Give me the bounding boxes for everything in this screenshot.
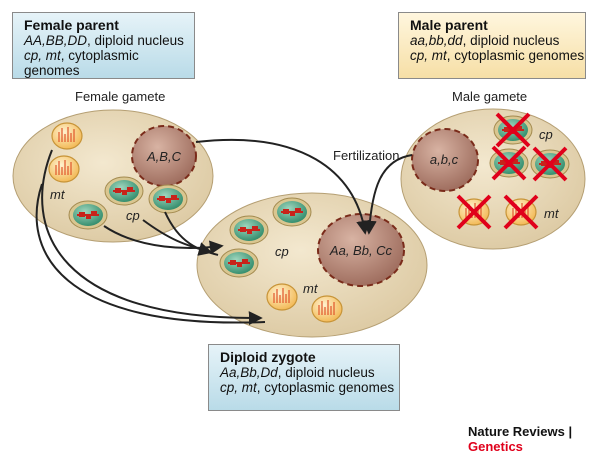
female-mitochondrion-icon [51, 122, 83, 150]
zygote-nucleus [317, 213, 405, 287]
male-mt-label: mt [544, 206, 560, 221]
zygote-cp-label: cp [275, 244, 289, 259]
zygote-chloroplast-icon [272, 197, 312, 227]
female-chloroplast-icon [68, 200, 108, 230]
zygote-chloroplast-icon [229, 215, 269, 245]
zygote-mitochondrion-icon [266, 283, 298, 311]
zygote-cyto-text: , cytoplasmic genomes [256, 380, 395, 395]
male-nucleus [411, 128, 479, 192]
female-gamete-label: Female gamete [75, 89, 165, 104]
female-nucleus-label: A,B,C [146, 149, 182, 164]
female-parent-box: Female parent AA,BB,DD, diploid nucleus … [12, 12, 195, 79]
female-cyto-text: , cytoplasmic genomes [24, 48, 139, 78]
male-gamete: a,b,c cp mt [400, 108, 586, 250]
female-chloroplast-icon [148, 184, 188, 214]
zygote-chloroplast-icon [219, 248, 259, 278]
journal-credit: Nature Reviews | Genetics [468, 424, 600, 454]
zygote-cyto-genomes: cp, mt [220, 380, 257, 395]
male-parent-title: Male parent [410, 17, 488, 33]
female-chloroplast-icon [104, 176, 144, 206]
female-nucleus-text: , diploid nucleus [87, 33, 184, 48]
zygote-mt-label: mt [303, 281, 319, 296]
female-cyto-genomes: cp, mt [24, 48, 61, 63]
male-nucleus-genotype: aa,bb,dd [410, 33, 463, 48]
journal-name: Nature Reviews [468, 424, 565, 439]
zygote-title: Diploid zygote [220, 349, 316, 365]
male-cyto-genomes: cp, mt [410, 48, 447, 63]
female-mitochondrion-icon [48, 155, 80, 183]
arrows [35, 138, 413, 326]
female-nucleus-genotype: AA,BB,DD [24, 33, 88, 48]
zygote-mitochondrion-icon [311, 295, 343, 323]
credit-separator: | [564, 424, 573, 439]
zygote-nucleus-text: , diploid nucleus [277, 365, 375, 380]
diploid-zygote-box: Diploid zygote Aa,Bb,Dd, diploid nucleus… [208, 344, 400, 411]
nucleus-arrow-female [195, 138, 371, 235]
cp-arrow [164, 211, 219, 256]
zygote-nucleus-label: Aa, Bb, Cc [329, 243, 393, 258]
male-nucleus-text: , diploid nucleus [462, 33, 560, 48]
mt-arrow [35, 183, 266, 324]
female-mt-label: mt [50, 187, 66, 202]
female-parent-title: Female parent [24, 17, 119, 33]
male-cp-label: cp [539, 127, 553, 142]
male-cyto-text: , cytoplasmic genomes [446, 48, 585, 63]
female-cp-label: cp [126, 208, 140, 223]
mt-arrow [41, 149, 263, 326]
fertilization-label: Fertilization [333, 148, 399, 163]
nucleus-arrow-male [362, 154, 413, 235]
zygote: cp Aa, Bb, Cc mt [196, 192, 428, 338]
male-gamete-label: Male gamete [452, 89, 527, 104]
male-nucleus-label: a,b,c [430, 152, 459, 167]
zygote-nucleus-genotype: Aa,Bb,Dd [220, 365, 278, 380]
male-parent-box: Male parent aa,bb,dd, diploid nucleus cp… [398, 12, 586, 79]
female-nucleus [131, 125, 197, 187]
female-gamete: A,B,C mt cp [12, 109, 214, 243]
